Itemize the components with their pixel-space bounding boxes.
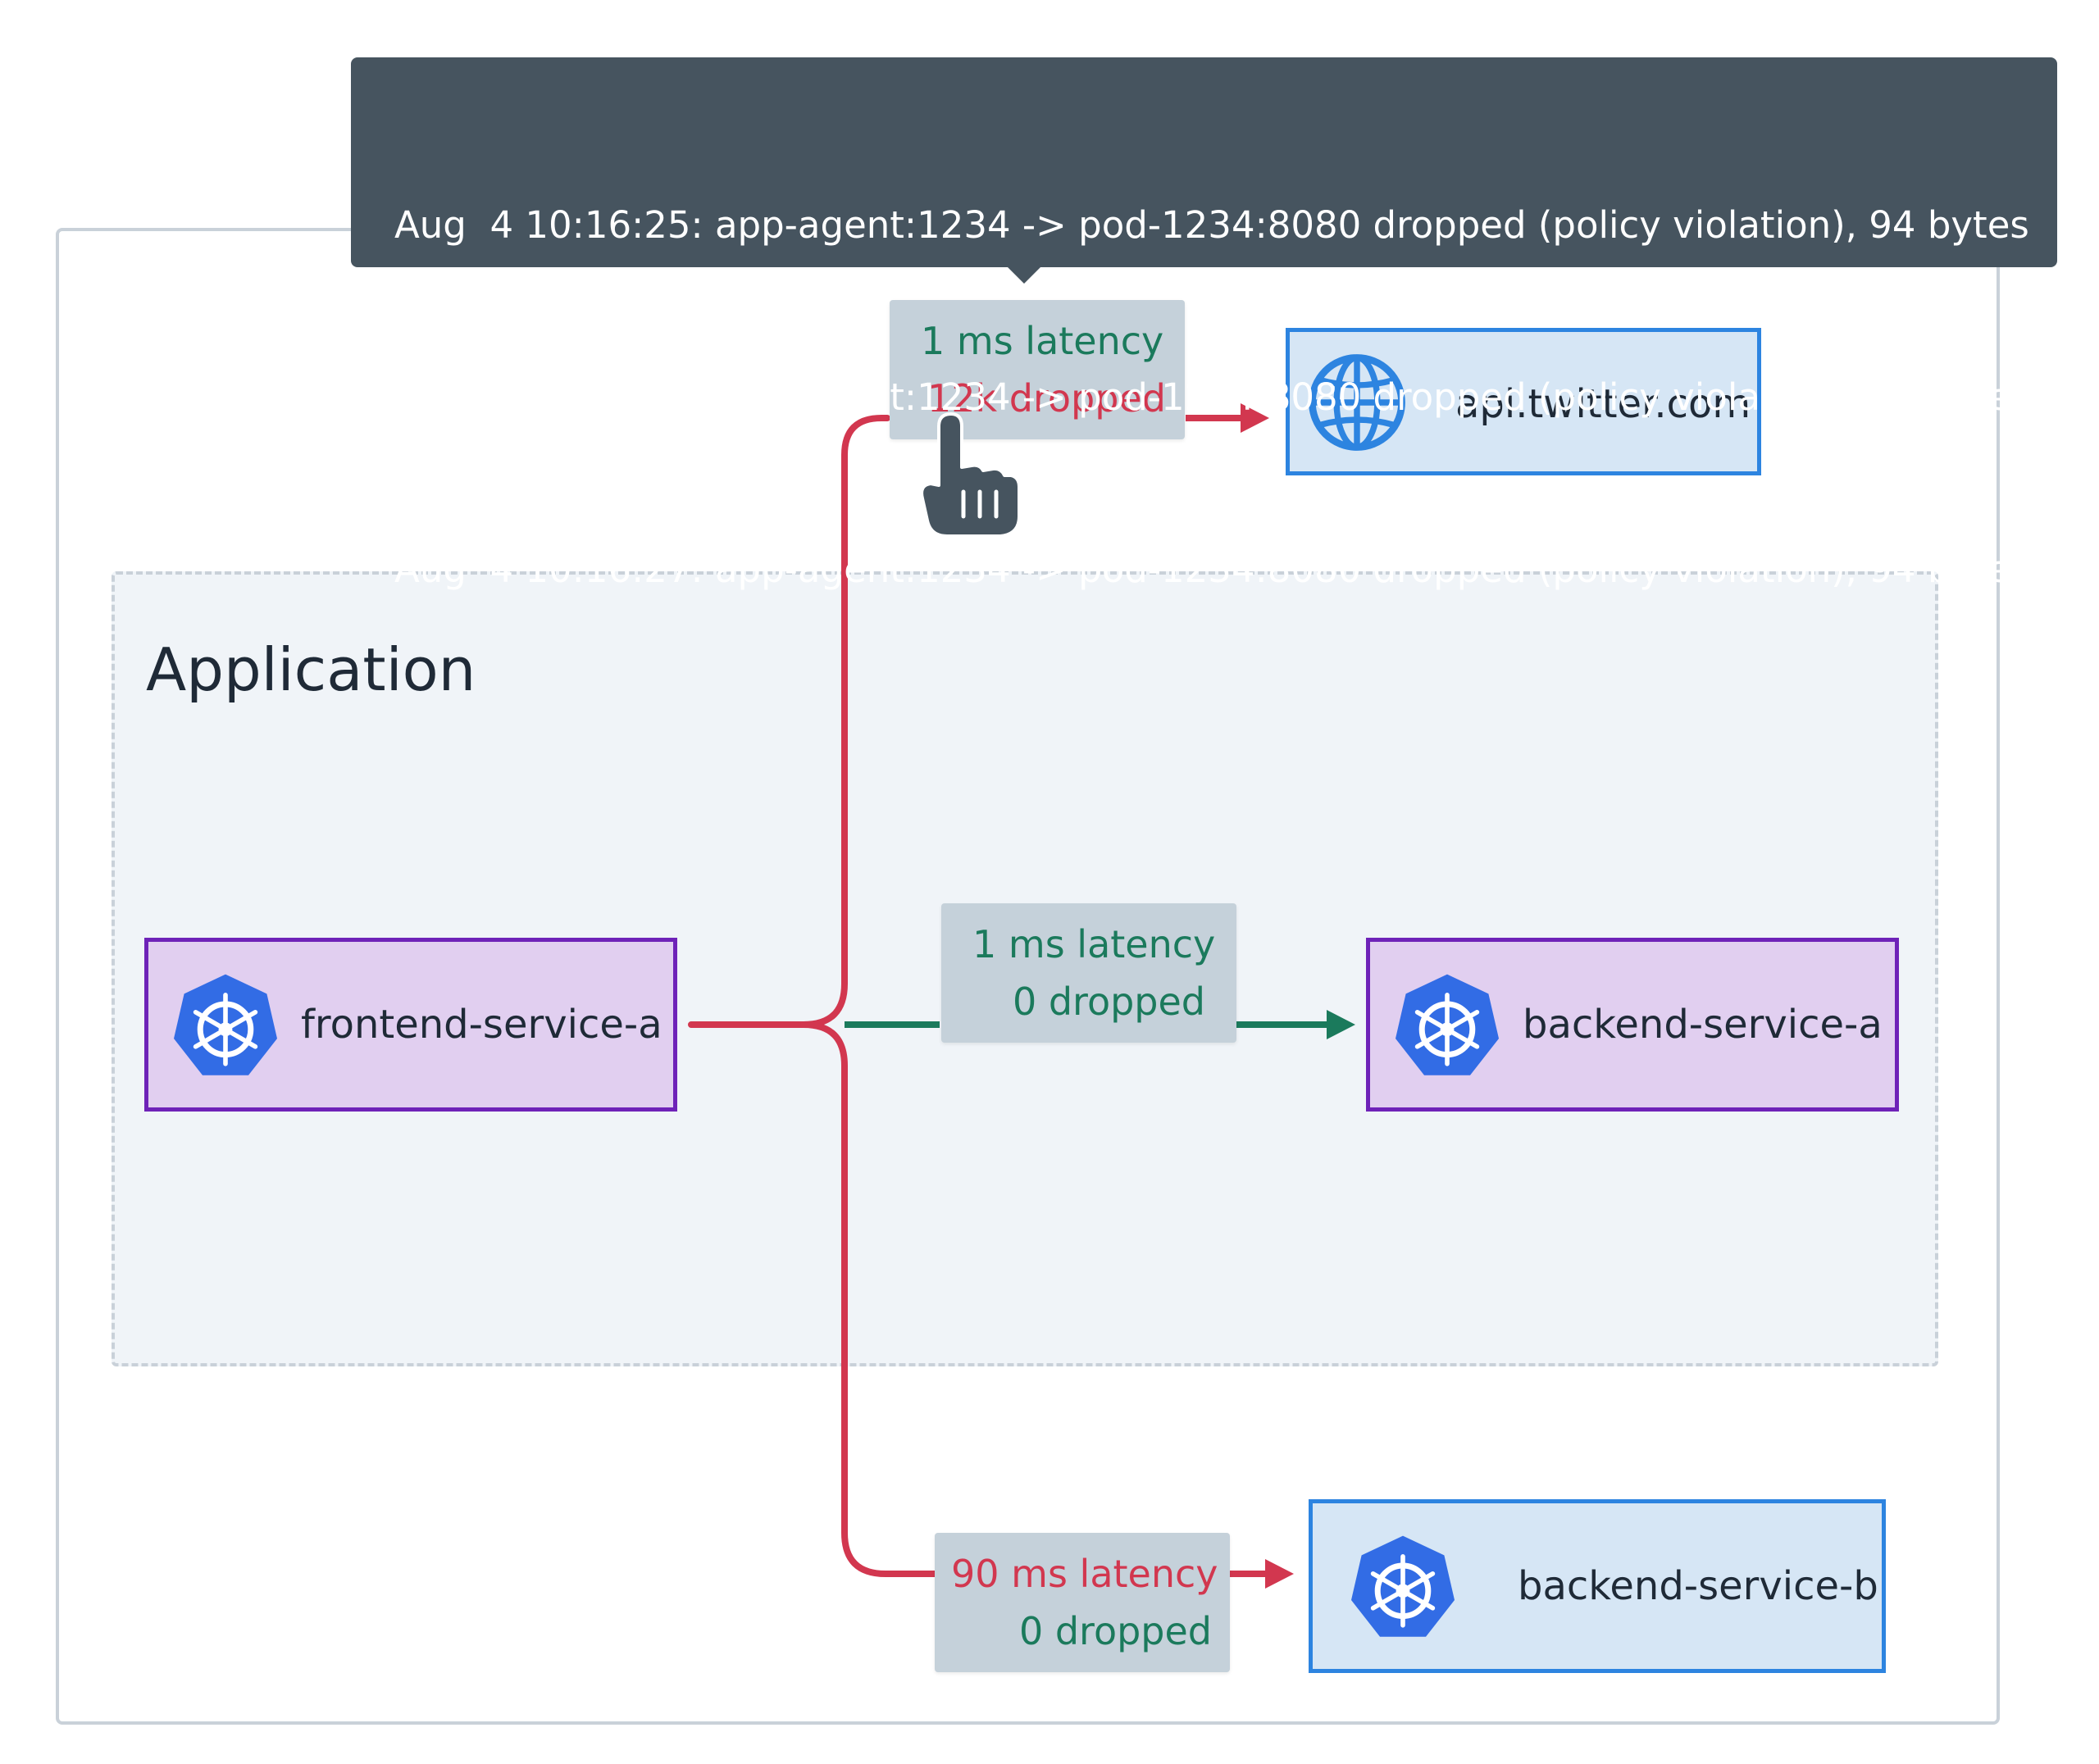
edge-label-twitter[interactable]: 1 ms latency 12k dropped	[890, 300, 1185, 439]
kubernetes-icon	[174, 974, 277, 1075]
edge-arrow-twitter-head	[1241, 403, 1269, 433]
dropped-text: 0 dropped	[1018, 1609, 1212, 1653]
edge-arrow-backend-a-head	[1327, 1010, 1355, 1039]
edge-to-backend-b	[800, 1021, 938, 1577]
node-label: api.twitter.com	[1455, 381, 1751, 427]
dropped-text: 0 dropped	[1012, 980, 1205, 1024]
flow-log-tooltip: Aug 4 10:16:25: app-agent:1234 -> pod-12…	[351, 57, 2057, 591]
latency-text: 90 ms latency	[951, 1552, 1218, 1596]
node-label: backend-service-a	[1523, 1002, 1883, 1048]
tooltip-arrow	[1004, 264, 1044, 284]
kubernetes-icon	[1396, 974, 1499, 1075]
edge-trunk	[688, 415, 890, 1028]
node-api-twitter[interactable]: api.twitter.com	[1286, 328, 1761, 475]
tooltip-line: Aug 4 10:16:25: app-agent:1234 -> pod-12…	[394, 203, 2029, 247]
latency-text: 1 ms latency	[921, 319, 1164, 363]
node-label: frontend-service-a	[301, 1002, 662, 1048]
edge-label-backend-a[interactable]: 1 ms latency 0 dropped	[941, 903, 1236, 1043]
node-backend-service-b[interactable]: backend-service-b	[1309, 1499, 1886, 1673]
tooltip-line: Aug 4 10:16:26: app-agent:1234 -> pod-12…	[394, 375, 2029, 419]
tooltip-line: Aug 4 10:16:27: app-agent:1234 -> pod-12…	[394, 548, 2029, 591]
dropped-text: 12k dropped	[927, 376, 1166, 421]
node-label: backend-service-b	[1518, 1563, 1878, 1609]
application-group-label: Application	[146, 635, 476, 704]
edge-label-backend-b[interactable]: 90 ms latency 0 dropped	[935, 1533, 1230, 1672]
hand-pointer-cursor-icon	[920, 412, 1021, 538]
globe-icon	[1309, 354, 1405, 451]
kubernetes-icon	[1351, 1535, 1455, 1637]
node-frontend-service-a[interactable]: frontend-service-a	[144, 938, 677, 1112]
latency-text: 1 ms latency	[972, 922, 1216, 966]
node-backend-service-a[interactable]: backend-service-a	[1366, 938, 1899, 1112]
edge-arrow-backend-b-head	[1265, 1559, 1294, 1589]
